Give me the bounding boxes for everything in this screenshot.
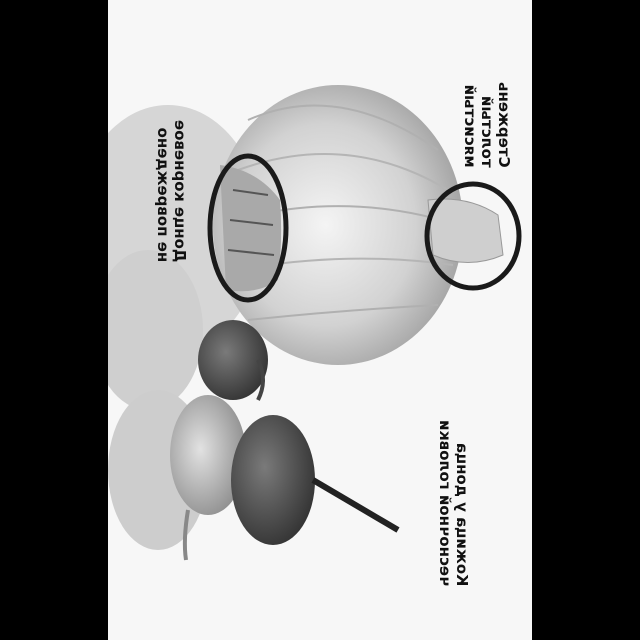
root-label-line-2: не повреждено (154, 127, 172, 263)
skin-label: Кожица у донца чесночной головки (436, 420, 471, 587)
garlic-cloves (170, 320, 315, 561)
skin-label-line-1: Кожица у донца (453, 442, 471, 587)
stem-label-line-2: толстый (478, 95, 496, 168)
pointer-line (311, 477, 400, 533)
skin-label-line-2: чесночной головки (436, 420, 454, 587)
stem-label-line-3: мясистый (461, 84, 479, 168)
garlic-stem (427, 198, 504, 263)
root-label: Донце корневое не повреждено (154, 120, 189, 263)
photo-panel: Стержень толстый мясистый Кожица у донца… (108, 0, 532, 640)
stem-label: Стержень толстый мясистый (461, 82, 513, 168)
stem-highlight-circle (424, 181, 522, 291)
garlic-illustration (108, 85, 522, 561)
root-highlight-circle (207, 153, 289, 303)
garlic-root-base (220, 165, 282, 292)
stem-label-line-1: Стержень (495, 82, 513, 168)
root-label-line-1: Донце корневое (171, 120, 189, 263)
